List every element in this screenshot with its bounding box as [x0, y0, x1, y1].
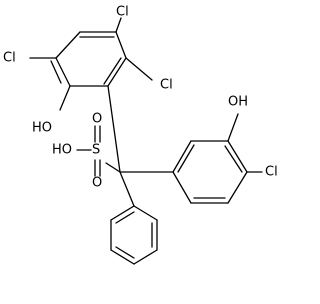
atom-label-ho: HO: [52, 143, 72, 158]
atom-label-o: O: [92, 176, 102, 191]
bond-to-oh-right: [227, 113, 239, 142]
upper-benzene-ring: [50, 31, 127, 87]
bond-central-to-sulfur: [105, 162, 121, 173]
atom-label-s: S: [92, 143, 100, 158]
atom-label-cl: Cl: [116, 5, 129, 20]
atom-label-o: O: [92, 112, 102, 127]
atom-label-oh: OH: [228, 95, 248, 110]
phenyl-ring: [110, 205, 158, 265]
atom-label-cl: Cl: [265, 165, 278, 180]
bond-to-cl-top-right: [115, 17, 122, 33]
atom-label-cl: Cl: [3, 51, 16, 66]
chemical-structure-diagram: Cl Cl Cl HO OH Cl HO S O O: [3, 5, 278, 265]
bond-to-cl-mid-right: [125, 57, 153, 81]
bond-to-oh-top: [59, 85, 71, 111]
atom-label-ho: HO: [32, 121, 52, 136]
bond-ring-to-central-carbon: [107, 85, 121, 173]
bond-central-to-phenyl: [119, 171, 135, 207]
atom-label-cl: Cl: [160, 78, 173, 93]
right-benzene-ring: [172, 140, 248, 204]
